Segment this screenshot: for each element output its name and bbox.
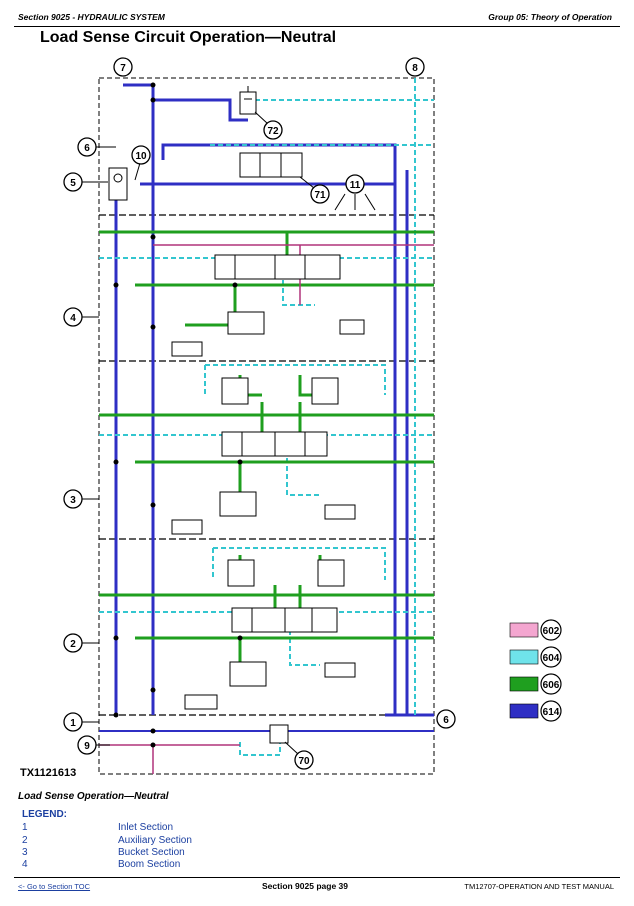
section-header: Section 9025 - HYDRAULIC SYSTEM bbox=[18, 12, 165, 22]
svg-text:70: 70 bbox=[298, 756, 310, 767]
color-key: 602 604 606 614 bbox=[509, 619, 562, 722]
callout-6-bottom: 6 bbox=[436, 709, 456, 729]
legend-label: Boom Section bbox=[118, 859, 181, 870]
group-header: Group 05: Theory of Operation bbox=[488, 12, 612, 22]
junction-dots bbox=[113, 82, 243, 748]
section-dividers bbox=[99, 214, 434, 716]
legend-number: 3 bbox=[22, 847, 28, 858]
callout-9: 9 bbox=[77, 735, 110, 755]
svg-text:1: 1 bbox=[70, 718, 76, 729]
pressure-lines bbox=[99, 230, 434, 665]
callout-72: 72 bbox=[254, 111, 283, 140]
svg-text:5: 5 bbox=[70, 178, 76, 189]
bucket-spool bbox=[171, 377, 356, 535]
manual-id: TM12707-OPERATION AND TEST MANUAL bbox=[464, 882, 614, 891]
svg-text:8: 8 bbox=[412, 63, 418, 74]
figure-id: TX1121613 bbox=[20, 767, 77, 779]
page-title: Load Sense Circuit Operation—Neutral bbox=[40, 29, 337, 46]
key-code-602: 602 bbox=[543, 626, 560, 637]
svg-text:9: 9 bbox=[84, 741, 90, 752]
key-code-614: 614 bbox=[543, 707, 560, 718]
callout-11: 11 bbox=[334, 174, 376, 211]
key-swatch-602 bbox=[509, 622, 539, 638]
legend-label: Auxiliary Section bbox=[118, 835, 192, 846]
schematic-frame bbox=[98, 77, 435, 775]
legend-number: 4 bbox=[22, 859, 28, 870]
callout-70: 70 bbox=[284, 741, 314, 770]
svg-text:71: 71 bbox=[314, 190, 326, 201]
section-toc-link[interactable]: <- Go to Section TOC bbox=[18, 882, 91, 891]
callout-8: 8 bbox=[405, 57, 425, 77]
key-swatch-614 bbox=[509, 703, 539, 719]
svg-text:10: 10 bbox=[135, 151, 147, 162]
svg-text:72: 72 bbox=[267, 126, 279, 137]
legend-label: Inlet Section bbox=[118, 822, 174, 833]
svg-text:6: 6 bbox=[84, 143, 90, 154]
footer-rule bbox=[14, 877, 620, 878]
svg-text:7: 7 bbox=[120, 63, 126, 74]
boom-spool bbox=[171, 254, 365, 357]
auxiliary-spool bbox=[184, 559, 356, 710]
svg-text:4: 4 bbox=[70, 313, 76, 324]
callout-4: 4 bbox=[63, 307, 99, 327]
callout-3: 3 bbox=[63, 489, 99, 509]
callout-6-top: 6 bbox=[77, 137, 116, 157]
load-sense-lines bbox=[99, 78, 434, 756]
key-code-604: 604 bbox=[543, 653, 560, 664]
valve-70 bbox=[269, 724, 289, 744]
svg-text:3: 3 bbox=[70, 495, 76, 506]
callout-71: 71 bbox=[299, 176, 330, 204]
header-rule bbox=[14, 26, 620, 27]
valve-71 bbox=[239, 152, 303, 178]
legend-number: 1 bbox=[22, 822, 28, 833]
legend-label: Bucket Section bbox=[118, 847, 185, 858]
callout-10: 10 bbox=[131, 145, 151, 181]
callout-2: 2 bbox=[63, 633, 99, 653]
callout-5: 5 bbox=[63, 172, 108, 192]
legend-number: 2 bbox=[22, 835, 28, 846]
relief-72-line bbox=[153, 98, 248, 122]
page-number: Section 9025 page 39 bbox=[262, 881, 348, 891]
svg-text:11: 11 bbox=[350, 180, 361, 191]
relief-valve-72 bbox=[239, 86, 257, 115]
svg-text:6: 6 bbox=[443, 715, 449, 726]
callout-7: 7 bbox=[113, 57, 133, 77]
key-code-606: 606 bbox=[543, 680, 560, 691]
inlet-check-valve bbox=[108, 167, 128, 201]
figure-caption: Load Sense Operation—Neutral bbox=[18, 791, 169, 802]
drain-lines bbox=[99, 244, 434, 774]
legend-heading: LEGEND: bbox=[22, 809, 67, 820]
key-swatch-606 bbox=[509, 676, 539, 692]
key-swatch-604 bbox=[509, 649, 539, 665]
svg-text:2: 2 bbox=[70, 639, 76, 650]
callout-1: 1 bbox=[63, 712, 99, 732]
